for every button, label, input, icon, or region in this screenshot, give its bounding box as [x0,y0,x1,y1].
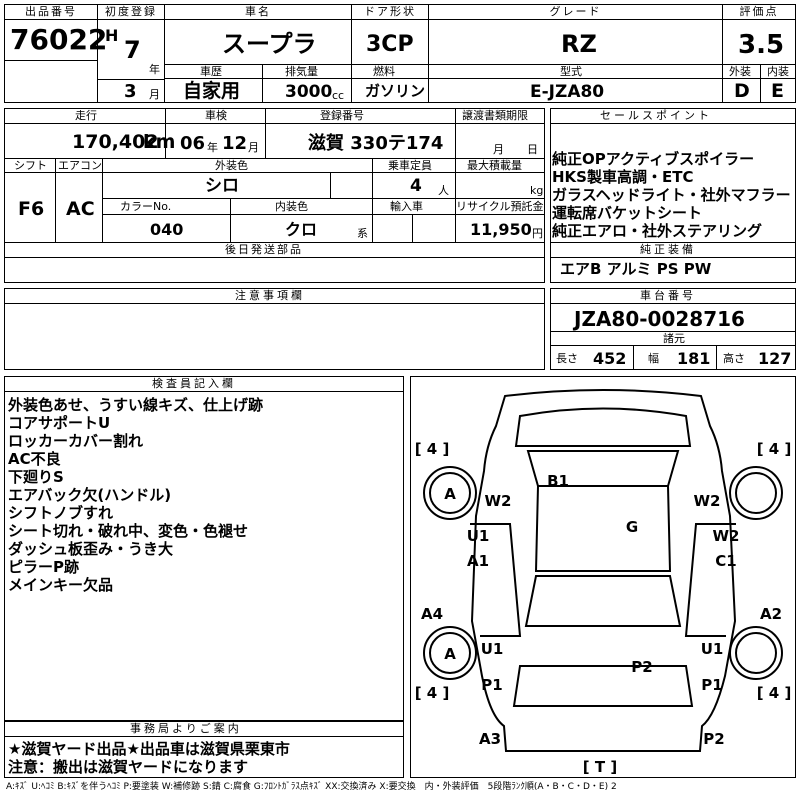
office-notes-list: ★滋賀ヤード出品★出品車は滋賀県栗東市 注意：搬出は滋賀ヤードになります [8,740,290,776]
sales-point-list: 純正OPアクティブスポイラー HKS製車高調・ETC ガラスヘッドライト・社外マ… [552,150,791,240]
year-value: 7 [124,36,141,64]
chassis-no-value: JZA80-0028716 [574,307,745,331]
svg-text:A3: A3 [479,730,501,748]
later-parts-header: 後日発送部品 [225,243,303,256]
notes-box [4,288,545,370]
car-name-header: 車名 [165,5,351,20]
lot-no-header: 出品番号 [5,5,97,20]
svg-text:A: A [444,645,456,663]
length-value: 452 [593,349,627,368]
svg-text:P2: P2 [631,658,652,676]
svg-text:C1: C1 [715,552,736,570]
svg-text:P2: P2 [703,730,724,748]
recycle-value: 11,950 [470,220,532,239]
svg-text:W2: W2 [694,492,721,510]
shift-value: F6 [18,198,45,220]
car-name-value: スープラ [222,30,317,58]
color-value: シロ [205,176,239,196]
tire-fl-label: [ 4 ] [415,440,450,458]
inspector-box [4,376,404,721]
score-value: 3.5 [738,30,785,60]
trunk-t-label: [ T ] [583,758,617,776]
width-value: 181 [677,349,711,368]
detail-block [4,108,545,283]
door-type-header: ドア形状 [352,5,428,20]
exterior-grade: D [734,80,750,102]
history-value: 自家用 [183,80,241,102]
aircon-value: AC [66,198,95,220]
svg-text:W2: W2 [485,492,512,510]
tire-fr-label: [ 4 ] [757,440,792,458]
int-color-value: クロ [285,220,318,239]
car-diagram-box [410,376,796,778]
svg-text:B1: B1 [547,472,569,490]
svg-text:W2: W2 [713,527,740,545]
svg-text:U1: U1 [467,527,490,545]
color-no-value: 040 [150,220,184,239]
svg-text:A4: A4 [421,605,443,623]
svg-text:A2: A2 [760,605,782,623]
svg-text:A: A [444,485,456,503]
grade-value: RZ [561,30,597,58]
first-reg-header: 初度登録 [98,5,164,20]
tire-rr-label: [ 4 ] [757,684,792,702]
svg-text:P1: P1 [481,676,502,694]
svg-text:G: G [626,518,638,536]
legend-line: A:ｷｽﾞ U:ﾍｺﾐ B:ｷｽﾞを伴うﾍｺﾐ P:要塗装 W:補修跡 S:錆 … [6,782,617,792]
sales-point-box [550,108,796,283]
car-diagram: [ 4 ] [ 4 ] [ 4 ] [ 4 ] [ T ] B1 W2 W2 G… [415,389,792,776]
lot-no-value: 76022 [10,23,108,56]
interior-grade: E [771,80,784,102]
insp-year: 06 [180,133,206,154]
svg-text:U1: U1 [701,640,724,658]
grade-header: グレード [429,5,722,20]
svg-text:P1: P1 [701,676,722,694]
displacement-value: 3000 [285,82,333,102]
mileage-value: 170,402 [72,131,159,153]
score-header: 評価点 [723,5,795,20]
insp-month: 12 [222,133,248,154]
svg-text:U1: U1 [481,640,504,658]
svg-text:A1: A1 [467,552,489,570]
fuel-value: ガソリン [365,82,426,100]
office-box [4,721,404,778]
door-type-value: 3CP [366,32,414,57]
reg-place-value: 滋賀 330テ174 [308,133,444,154]
era-value: H [105,26,119,45]
top-info-block [4,4,796,103]
height-value: 127 [758,349,792,368]
chassis-box [550,288,796,370]
model-value: E-JZA80 [530,82,605,102]
capacity-value: 4 [410,176,422,196]
inspector-notes-list: 外装色あせ、うすい線キズ、仕上げ跡 コアサポートU ロッカーカバー割れ AC不良… [8,396,264,594]
month-value: 3 [124,81,137,102]
equipment-value: エアB アルミ PS PW [560,260,712,278]
tire-rl-label: [ 4 ] [415,684,450,702]
